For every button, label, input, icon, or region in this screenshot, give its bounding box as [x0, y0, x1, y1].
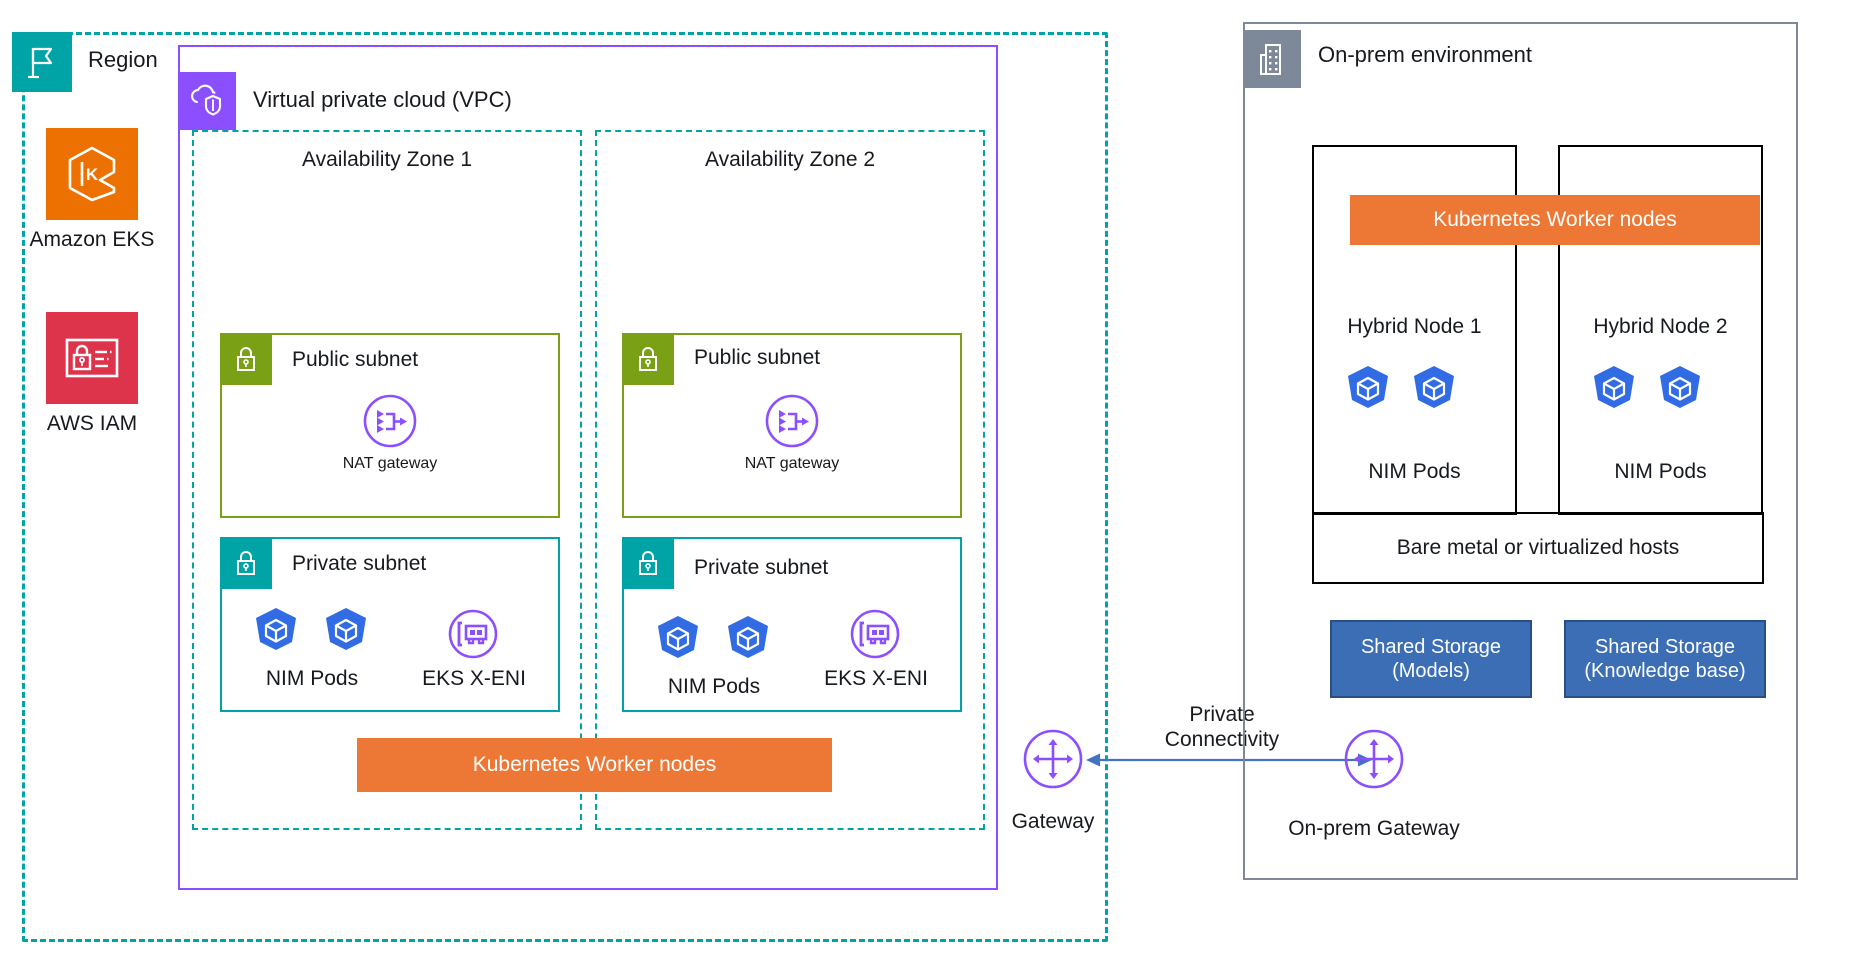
kubernetes-pod-icon [1652, 363, 1708, 424]
private-connectivity-line1: Private [1189, 703, 1255, 726]
region-flag-icon [12, 32, 72, 92]
svg-text:K: K [86, 165, 99, 184]
availability-zone-1-label: Availability Zone 1 [301, 148, 473, 171]
lock-icon [220, 537, 272, 589]
region-container [22, 32, 1108, 942]
kubernetes-pod-icon [650, 613, 706, 674]
gateway-icon [1343, 728, 1405, 795]
region-label: Region [88, 47, 158, 72]
network-interface-icon [849, 608, 901, 665]
hybrid-node-1-title: Hybrid Node 1 [1347, 315, 1482, 338]
onprem-environment-container [1243, 22, 1798, 880]
hybrid-node-1-container [1312, 145, 1517, 515]
vpc-container [178, 45, 998, 890]
bare-metal-hosts-box: Bare metal or virtualized hosts [1312, 512, 1764, 584]
private-subnet-az1-title: Private subnet [292, 552, 427, 575]
nim-pods-hybrid-node-1-label: NIM Pods [1368, 460, 1461, 483]
eks-xeni-az2-label: EKS X-ENI [824, 667, 928, 690]
lock-icon [622, 333, 674, 385]
availability-zone-1-container [192, 130, 582, 830]
public-subnet-az1-title: Public subnet [292, 348, 419, 371]
shared-storage-kb-line1: Shared Storage [1594, 636, 1736, 658]
kubernetes-pod-icon [1340, 363, 1396, 424]
gateway-icon [1022, 728, 1084, 795]
kubernetes-worker-nodes-bar-vpc: Kubernetes Worker nodes [357, 738, 832, 792]
hybrid-node-2-title: Hybrid Node 2 [1593, 315, 1728, 338]
kubernetes-pod-icon [720, 613, 776, 674]
aws-gateway-label: Gateway [1011, 810, 1095, 833]
onprem-gateway-label: On-prem Gateway [1288, 817, 1460, 840]
nim-pods-az2-label: NIM Pods [667, 675, 761, 698]
nat-gateway-icon-az2 [622, 393, 962, 454]
kubernetes-pod-icon [1406, 363, 1462, 424]
private-subnet-az1 [220, 537, 560, 712]
amazon-eks-icon: K [46, 128, 138, 220]
kubernetes-worker-nodes-bar-onprem: Kubernetes Worker nodes [1350, 195, 1760, 245]
shared-storage-kb-line2: (Knowledge base) [1584, 660, 1746, 682]
nim-pods-hybrid-node-2-label: NIM Pods [1614, 460, 1707, 483]
availability-zone-2-label: Availability Zone 2 [704, 148, 876, 171]
kubernetes-pod-icon [248, 605, 304, 666]
public-subnet-az2 [622, 333, 962, 518]
public-subnet-az1 [220, 333, 560, 518]
amazon-eks-label: Amazon EKS [29, 228, 155, 251]
onprem-environment-label: On-prem environment [1318, 42, 1532, 67]
corporate-data-center-icon [1243, 30, 1301, 88]
shared-storage-models-box: Shared Storage (Models) [1330, 620, 1532, 698]
network-interface-icon [447, 608, 499, 665]
lock-icon [622, 537, 674, 589]
private-subnet-az2-title: Private subnet [694, 556, 829, 579]
private-connectivity-line2: Connectivity [1164, 727, 1280, 751]
private-subnet-az2 [622, 537, 962, 712]
private-connectivity-label: Private Connectivity [1132, 703, 1312, 752]
shared-storage-models-line2: (Models) [1392, 660, 1470, 682]
kubernetes-pod-icon [1586, 363, 1642, 424]
shared-storage-models-line1: Shared Storage [1360, 636, 1502, 658]
nat-gateway-az1-label: NAT gateway [342, 455, 438, 472]
lock-icon [220, 333, 272, 385]
eks-xeni-az1-label: EKS X-ENI [422, 667, 526, 690]
aws-iam-label: AWS IAM [46, 412, 138, 435]
aws-iam-icon [46, 312, 138, 404]
hybrid-node-2-container [1558, 145, 1763, 515]
shared-storage-knowledge-base-box: Shared Storage (Knowledge base) [1564, 620, 1766, 698]
public-subnet-az2-title: Public subnet [694, 346, 821, 369]
nat-gateway-icon-az1 [220, 393, 560, 454]
nat-gateway-az2-label: NAT gateway [744, 455, 840, 472]
nim-pods-az1-label: NIM Pods [265, 667, 359, 690]
availability-zone-2-container [595, 130, 985, 830]
vpc-label: Virtual private cloud (VPC) [253, 87, 512, 112]
kubernetes-pod-icon [318, 605, 374, 666]
vpc-cloud-shield-icon [178, 72, 236, 130]
